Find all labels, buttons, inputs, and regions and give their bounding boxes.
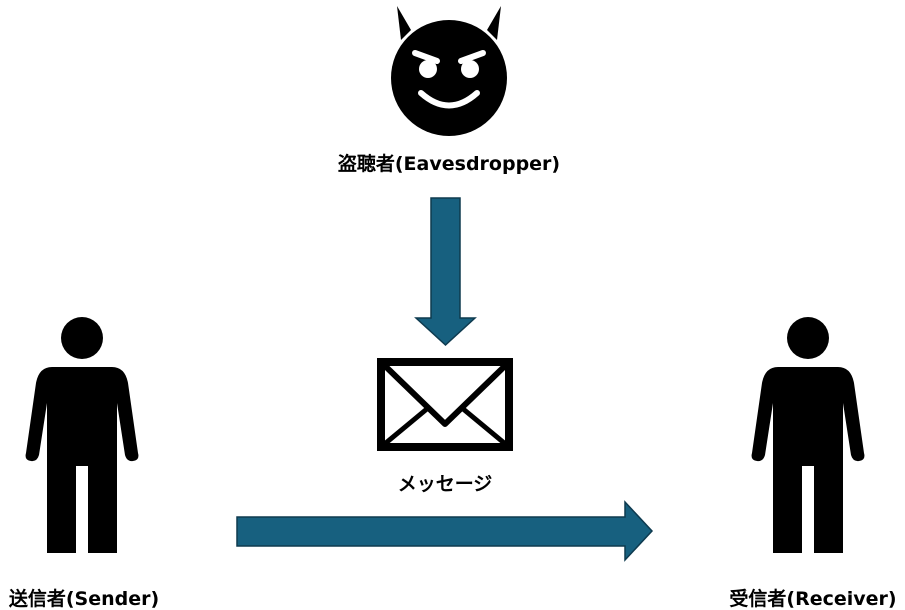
receiver-person-icon: [751, 317, 865, 553]
transmission-arrow: [236, 500, 654, 562]
eavesdropper-label: 盗聴者(Eavesdropper): [338, 152, 560, 175]
intercept-arrow: [414, 197, 477, 347]
receiver-label: 受信者(Receiver): [729, 587, 896, 610]
message-label: メッセージ: [398, 473, 493, 495]
sender-label: 送信者(Sender): [9, 587, 159, 610]
envelope-icon: [377, 358, 513, 451]
devil-face-icon: [391, 6, 507, 136]
sender-person-icon: [25, 317, 139, 553]
